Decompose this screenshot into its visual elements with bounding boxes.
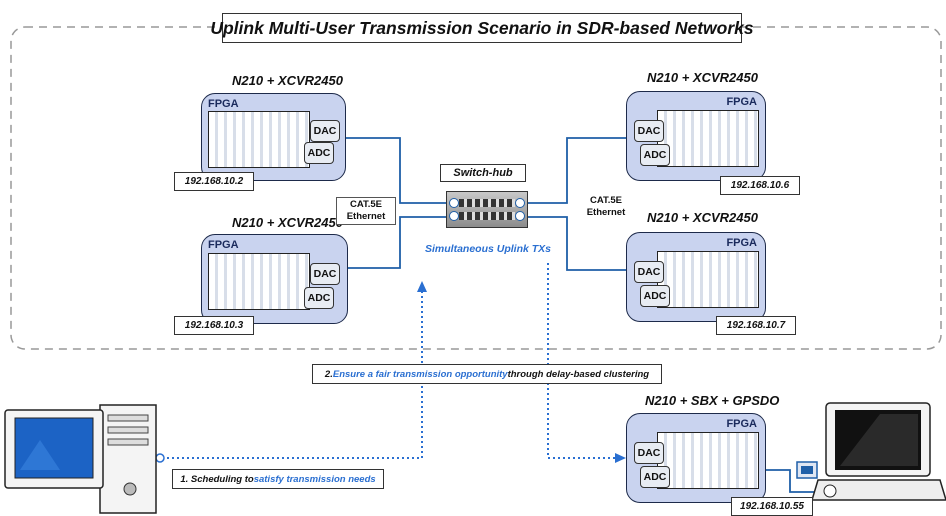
network-region: [10, 26, 942, 350]
fpga-board: [208, 253, 310, 310]
cable-label-left: CAT.5E Ethernet: [336, 197, 396, 225]
sdr-node: FPGA DAC ADC: [201, 93, 346, 181]
step-1-prefix: 1. Scheduling to: [180, 473, 254, 485]
diagram-title: Uplink Multi-User Transmission Scenario …: [210, 13, 754, 43]
desktop-computer: [4, 404, 157, 514]
dac-chip: DAC: [310, 120, 340, 142]
ip-address-box: 192.168.10.3: [174, 316, 254, 335]
cable-label-right: CAT.5E Ethernet: [577, 195, 635, 219]
step-2-prefix: 2.: [324, 368, 333, 380]
adc-chip: ADC: [640, 466, 670, 488]
ip-address-box: 192.168.10.7: [716, 316, 796, 335]
step-2-highlight: Ensure a fair transmission opportunity: [332, 368, 508, 380]
sdr-node: FPGA DAC ADC: [626, 413, 766, 503]
downlink-arrow: [547, 263, 617, 459]
cable-type: CAT.5E: [349, 199, 383, 210]
link-node-4: [520, 216, 626, 271]
sdr-node: FPGA DAC ADC: [626, 91, 766, 181]
laptop-computer: [810, 402, 946, 501]
node-label: N210 + XCVR2450: [232, 73, 343, 88]
switch-label: Switch-hub: [453, 167, 513, 179]
laptop-link: [765, 469, 830, 493]
adc-chip: ADC: [640, 144, 670, 166]
fpga-board: [657, 432, 759, 489]
adc-chip: ADC: [640, 285, 670, 307]
dac-chip: DAC: [634, 120, 664, 142]
node-label: N210 + XCVR2450: [647, 210, 758, 225]
adc-chip: ADC: [304, 287, 334, 309]
dac-chip: DAC: [634, 261, 664, 283]
fpga-label: FPGA: [208, 239, 239, 251]
switch-label-box: Switch-hub: [440, 164, 526, 182]
step-2-note: 2. Ensure a fair transmission opportunit…: [312, 364, 662, 384]
fpga-label: FPGA: [726, 418, 757, 430]
node-label: N210 + XCVR2450: [647, 70, 758, 85]
cable-medium: Ethernet: [586, 207, 626, 218]
arrow-head-right: [615, 453, 626, 463]
switch-ports-bottom: [459, 212, 515, 220]
ip-address-box: 192.168.10.6: [720, 176, 800, 195]
fpga-board: [657, 110, 759, 167]
link-node-2: [346, 216, 452, 269]
step-2-suffix: through delay-based clustering: [507, 368, 650, 380]
fpga-board: [208, 111, 310, 168]
fpga-label: FPGA: [208, 98, 239, 110]
switch-port-dot: [449, 211, 459, 221]
link-node-1: [343, 137, 452, 204]
uplink-arrow: [162, 290, 423, 459]
fpga-label: FPGA: [726, 237, 757, 249]
ip-address-box: 192.168.10.2: [174, 172, 254, 191]
arrow-head-up: [417, 281, 427, 292]
dac-chip: DAC: [634, 442, 664, 464]
sdr-node: FPGA DAC ADC: [626, 232, 766, 322]
cable-type: CAT.5E: [589, 195, 623, 206]
switch-port-dot: [515, 211, 525, 221]
fpga-label: FPGA: [726, 96, 757, 108]
switch-ports-top: [459, 199, 515, 207]
desktop-port: [155, 453, 165, 463]
ethernet-links: [343, 137, 626, 271]
switch-port-dot: [515, 198, 525, 208]
dac-chip: DAC: [310, 263, 340, 285]
switch-hub: [446, 191, 528, 228]
node-label: N210 + SBX + GPSDO: [645, 393, 780, 408]
switch-caption: Simultaneous Uplink TXs: [425, 243, 552, 255]
step-1-highlight: satisfy transmission needs: [253, 473, 376, 485]
ip-address-box: 192.168.10.55: [731, 497, 813, 516]
fpga-board: [657, 251, 759, 308]
adc-chip: ADC: [304, 142, 334, 164]
link-node-3: [520, 137, 626, 204]
sdr-node: FPGA DAC ADC: [201, 234, 348, 324]
node-label: N210 + XCVR2450: [232, 215, 343, 230]
control-flow: [162, 263, 617, 459]
switch-port-dot: [449, 198, 459, 208]
step-1-note: 1. Scheduling to satisfy transmission ne…: [172, 469, 384, 489]
cable-medium: Ethernet: [346, 211, 386, 222]
